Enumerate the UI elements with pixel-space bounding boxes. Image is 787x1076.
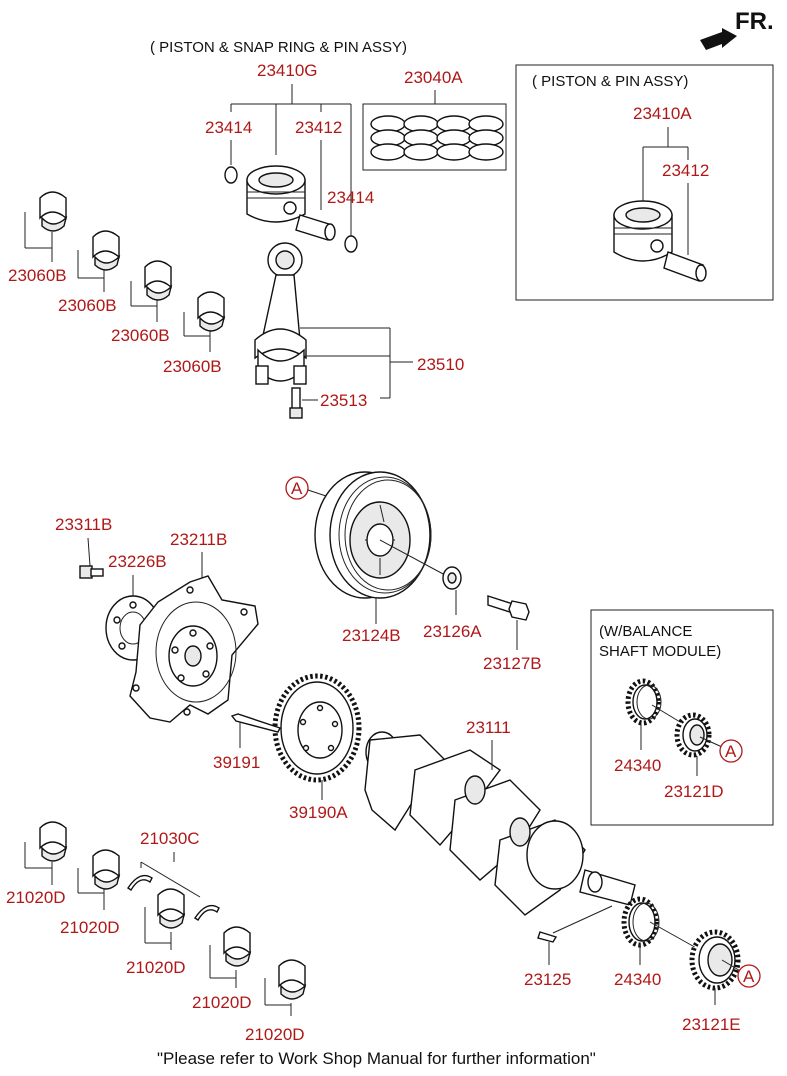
leader-crank-gear-axis (649, 921, 701, 951)
thrust-washer-icon (127, 874, 153, 891)
balance-driven-gear-icon (674, 712, 712, 758)
bearing-shell-icon (197, 291, 226, 332)
connecting-rod-icon (254, 242, 307, 419)
leader-23510 (300, 327, 413, 399)
bearing-shell-icon (278, 959, 307, 1000)
part-label-24340-upper[interactable]: 24340 (614, 756, 661, 775)
bearing-shell-icon (92, 230, 121, 271)
flexplate-bolt-icon (79, 565, 104, 579)
reference-marker-A-box (719, 739, 743, 763)
front-label: FR. (735, 8, 774, 35)
front-direction-indicator: FR. (700, 8, 774, 50)
part-label-23211B[interactable]: 23211B (170, 530, 227, 549)
part-label-23412-upper[interactable]: 23412 (295, 118, 342, 137)
part-label-23124B[interactable]: 23124B (342, 626, 401, 645)
part-label-23412-assy[interactable]: 23412 (662, 161, 709, 180)
piston-ring-set-box (362, 103, 507, 171)
leader-ref-A-lower (721, 959, 743, 973)
part-label-39190A[interactable]: 39190A (289, 803, 348, 822)
footer-note: "Please refer to Work Shop Manual for fu… (157, 1049, 596, 1068)
piston-assy-icon (613, 200, 673, 262)
bearing-shell-icon (144, 260, 173, 301)
part-label-23060B-3[interactable]: 23060B (111, 326, 170, 345)
main-bearing-group: 21020D 21020D 21030C 21020D 21020D (6, 821, 307, 1044)
bearing-shell-icon (223, 926, 252, 967)
leader-ref-A-box (699, 736, 723, 748)
damper-pulley-icon (314, 471, 432, 599)
part-label-23060B-4[interactable]: 23060B (163, 357, 222, 376)
part-label-21020D-4[interactable]: 21020D (192, 993, 252, 1012)
leader-key-axis (552, 905, 613, 934)
bearing-shell-icon (39, 821, 68, 862)
balance-drive-gear-icon (689, 929, 741, 991)
part-label-21020D-3[interactable]: 21020D (126, 958, 186, 977)
part-label-23410G[interactable]: 23410G (257, 61, 318, 80)
leader-crank-axis (379, 539, 446, 576)
bearing-shell-icon (157, 888, 186, 929)
conrod-bearing-group: 23060B 23060B 23060B 23060B (8, 191, 226, 376)
part-label-24340-lower[interactable]: 24340 (614, 970, 661, 989)
group-label-balance-line2: SHAFT MODULE) (599, 643, 721, 660)
part-label-21030C[interactable]: 21030C (140, 829, 200, 848)
group-label-piston-pin: ( PISTON & PIN ASSY) (532, 73, 688, 90)
pulley-bolt-icon (487, 595, 530, 621)
leader-23311B (87, 537, 91, 567)
part-label-23410A[interactable]: 23410A (633, 104, 692, 123)
part-label-23510[interactable]: 23510 (417, 355, 464, 374)
crank-gear-icon (621, 896, 660, 948)
part-label-23226B[interactable]: 23226B (108, 552, 167, 571)
part-label-23125[interactable]: 23125 (524, 970, 571, 989)
bearing-shell-icon (39, 191, 68, 232)
part-label-23040A[interactable]: 23040A (404, 68, 463, 87)
snap-ring-icon (224, 166, 238, 184)
part-label-23121D[interactable]: 23121D (664, 782, 724, 801)
leader-23410G (230, 84, 352, 240)
part-label-21020D-5[interactable]: 21020D (245, 1025, 305, 1044)
balance-gear-icon (625, 678, 662, 726)
part-label-23060B-2[interactable]: 23060B (58, 296, 117, 315)
washer-icon (442, 566, 462, 590)
reference-marker-label: A (743, 967, 755, 986)
part-label-23311B[interactable]: 23311B (55, 515, 112, 534)
piston-icon (246, 165, 306, 223)
reference-marker-label: A (291, 479, 303, 498)
piston-pin-icon (663, 251, 707, 282)
flexplate-icon (129, 575, 259, 723)
piston-rings-icon (370, 115, 504, 161)
piston-pin-icon (295, 214, 336, 241)
ring-gear-bolt-icon (230, 713, 281, 733)
snap-ring-icon (344, 235, 358, 253)
reference-marker-A-lower (737, 964, 761, 988)
part-label-23414-upper[interactable]: 23414 (205, 118, 252, 137)
woodruff-key-icon (537, 931, 558, 943)
crankshaft-icon (364, 731, 636, 916)
group-label-piston-snap-ring-pin: ( PISTON & SNAP RING & PIN ASSY) (150, 39, 407, 56)
reference-marker-A (285, 476, 309, 500)
piston-pin-assy-box (515, 64, 774, 301)
reference-marker-label: A (725, 742, 737, 761)
part-label-39191[interactable]: 39191 (213, 753, 260, 772)
front-arrow-icon (700, 28, 737, 50)
part-label-23414-lower[interactable]: 23414 (327, 188, 374, 207)
bearing-shell-icon (92, 849, 121, 890)
part-label-21020D-1[interactable]: 21020D (6, 888, 66, 907)
balance-shaft-box (590, 609, 774, 826)
part-label-23127B[interactable]: 23127B (483, 654, 542, 673)
part-label-21020D-2[interactable]: 21020D (60, 918, 120, 937)
group-label-balance-line1: (W/BALANCE (599, 623, 692, 640)
ring-gear-icon (272, 673, 362, 783)
part-label-23513[interactable]: 23513 (320, 391, 367, 410)
part-label-23126A[interactable]: 23126A (423, 622, 482, 641)
part-label-23060B-1[interactable]: 23060B (8, 266, 67, 285)
part-label-23111[interactable]: 23111 (466, 718, 511, 737)
part-label-23121E[interactable]: 23121E (682, 1015, 741, 1034)
thrust-washer-icon (194, 904, 220, 921)
